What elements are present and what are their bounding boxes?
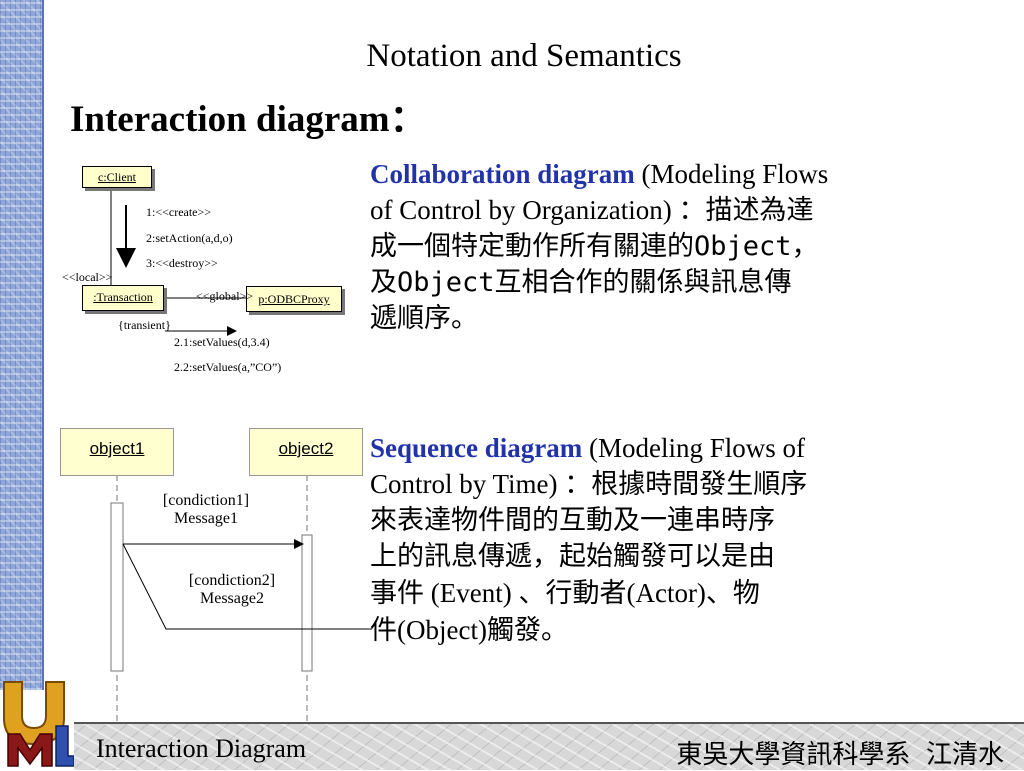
client-object-label: c:Client	[98, 170, 136, 184]
collaboration-description: Collaboration diagram (Modeling Flows of…	[370, 156, 1010, 337]
message1-label: [condiction1] Message1	[146, 492, 266, 528]
collaboration-line3: 成一個特定動作所有關連的Object，	[370, 231, 819, 262]
transaction-object-label: :Transaction	[93, 290, 153, 304]
sequence-line6a: 件	[370, 615, 397, 646]
object2-box: object2	[249, 428, 363, 476]
collaboration-line1: (Modeling Flows	[634, 159, 829, 189]
message2-label: [condiction2] Message2	[172, 572, 292, 608]
message2-condition: [condiction2]	[188, 572, 276, 589]
proxy-object-label: p:ODBCProxy	[258, 292, 330, 306]
collaboration-diagram-lines	[110, 187, 246, 336]
sequence-line6b: (Object)	[397, 615, 487, 645]
setvalues2-message-label: 2.2:setValues(a,”CO”)	[174, 360, 282, 374]
global-stereotype-label: <<global>>	[196, 289, 254, 303]
sequence-line1: (Modeling Flows of	[582, 433, 805, 463]
collaboration-heading: Collaboration diagram	[370, 159, 635, 189]
sequence-line5a: 事件	[370, 578, 424, 609]
collaboration-line2b: ：描述為達	[678, 195, 814, 226]
client-object-box: c:Client	[82, 166, 152, 188]
sequence-line5d: (Actor)	[626, 578, 706, 608]
setaction-message-label: 2:setAction(a,d,o)	[146, 231, 233, 245]
footer-left-text: Interaction Diagram	[96, 734, 307, 763]
collaboration-line5: 遞順序。	[370, 303, 478, 334]
sequence-line2a: Control by Time)	[370, 469, 565, 499]
transient-constraint-label: {transient}	[118, 318, 171, 332]
object2-label: object2	[278, 439, 334, 458]
message2-name: Message2	[200, 590, 264, 607]
message1-condition: [condiction1]	[162, 492, 250, 509]
left-decorative-stripe	[0, 0, 44, 690]
object2-activation	[301, 534, 313, 672]
object1-box: object1	[60, 428, 174, 476]
local-stereotype-label: <<local>>	[62, 270, 113, 284]
create-message-label: 1:<<create>>	[146, 205, 212, 219]
message2-path	[122, 543, 372, 630]
sequence-line6c: 觸發。	[486, 615, 568, 646]
proxy-object-box: p:ODBCProxy	[246, 286, 342, 312]
setvalues1-message-label: 2.1:setValues(d,3.4)	[174, 335, 270, 349]
collaboration-line2a: of Control by Organization)	[370, 195, 679, 225]
transaction-object-box: :Transaction	[82, 285, 164, 311]
sequence-diagram-lines	[110, 475, 372, 722]
sequence-heading: Sequence diagram	[370, 433, 583, 463]
footer-bar: Interaction Diagram 東吳大學資訊科學系 江清水	[74, 722, 1024, 770]
sequence-line4: 上的訊息傳遞，起始觸發可以是由	[370, 541, 775, 572]
object1-label: object1	[89, 439, 145, 458]
sequence-line5e: 、物	[705, 578, 760, 609]
slide-subtitle: Interaction diagram：	[70, 99, 427, 140]
sequence-description: Sequence diagram (Modeling Flows of Cont…	[370, 430, 1010, 649]
message1-name: Message1	[174, 510, 238, 527]
object1-activation	[110, 502, 124, 672]
sequence-line3: 來表達物件間的互動及一連串時序	[370, 505, 775, 536]
collaboration-line4: 及Object互相合作的關係與訊息傳	[370, 267, 792, 298]
sequence-line2b: ：根據時間發生順序	[564, 469, 808, 500]
uml-logo-icon	[3, 681, 74, 767]
destroy-message-label: 3:<<destroy>>	[146, 256, 218, 270]
sequence-line5c: 、行動者	[518, 578, 627, 609]
footer-right-text: 東吳大學資訊科學系 江清水	[676, 740, 1004, 770]
sequence-line5b: (Event)	[424, 578, 519, 608]
slide-title: Notation and Semantics	[366, 38, 682, 74]
